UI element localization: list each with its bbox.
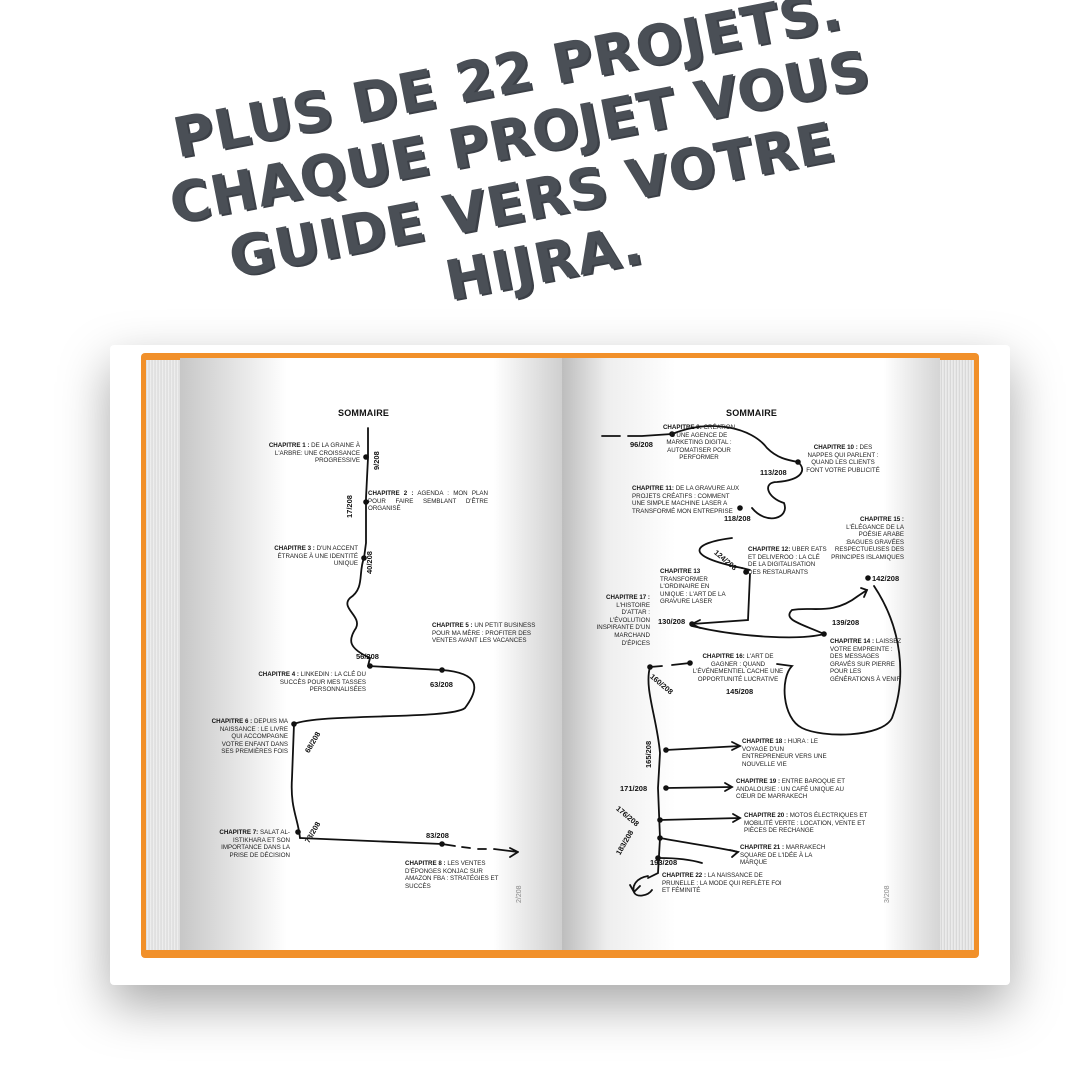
chapter-1[interactable]: CHAPITRE 1 : DE LA GRAINE À L'ARBRE: UNE… — [250, 442, 360, 465]
chapter-22-page: 193/208 — [650, 858, 678, 867]
chapter-8-page: 83/208 — [426, 831, 449, 840]
chapter-2-text: AGENDA : MON PLAN POUR FAIRE SEMBLANT D'… — [368, 490, 488, 513]
chapter-13-page: 130/208 — [658, 617, 686, 626]
chapter-1-label: CHAPITRE 1 : — [268, 442, 310, 449]
chapter-12-label: CHAPITRE 12: — [748, 546, 791, 553]
chapter-20-text: MOTOS ÉLECTRIQUES ET MOBILITÉ VERTE : LO… — [744, 812, 868, 835]
left-page: SOMMAIRE CHAPITRE 1 : DE LA GRAINE À L'A… — [180, 358, 562, 950]
chapter-2-label: CHAPITRE 2 : — [368, 490, 414, 497]
chapter-12-text: UBER EATS ET DELIVEROO : LA CLÉ DE LA DI… — [748, 546, 827, 576]
chapter-19-text: ENTRE BAROQUE ET ANDALOUSIE : UN CAFÉ UN… — [736, 778, 845, 801]
left-timeline-path — [290, 427, 519, 858]
right-timeline-path — [601, 425, 902, 897]
chapter-6-label: CHAPITRE 6 : — [211, 718, 253, 725]
chapter-1-text: DE LA GRAINE À L'ARBRE: UNE CROISSANCE P… — [274, 442, 360, 465]
chapter-3[interactable]: CHAPITRE 3 : D'UN ACCENT ÉTRANGE À UNE I… — [252, 545, 358, 568]
chapter-6[interactable]: CHAPITRE 6 : DEPUIS MA NAISSANCE : LE LI… — [210, 718, 288, 756]
chapter-11-text: DE LA GRAVURE AUX PROJETS CRÉATIFS : COM… — [632, 485, 740, 515]
chapter-4-page: 56/208 — [356, 652, 379, 661]
chapter-17-text: L'HISTOIRE D'ATTAR : L'ÉVOLUTION INSPIRA… — [596, 601, 650, 647]
chapter-10-page: 113/208 — [760, 468, 787, 477]
chapter-16-page: 145/208 — [726, 687, 754, 696]
chapter-19-label: CHAPITRE 19 : — [736, 778, 781, 785]
chapter-19[interactable]: CHAPITRE 19 : ENTRE BAROQUE ET ANDALOUSI… — [736, 778, 856, 801]
left-page-number: 2/208 — [516, 885, 523, 903]
chapter-14[interactable]: CHAPITRE 14 : LAISSEZ VOTRE EMPREINTE : … — [830, 638, 902, 684]
chapter-2[interactable]: CHAPITRE 2 : AGENDA : MON PLAN POUR FAIR… — [368, 490, 488, 513]
chapter-5-text: UN PETIT BUSINESS POUR MA MÈRE : PROFITE… — [432, 622, 536, 645]
chapter-20[interactable]: CHAPITRE 20 : MOTOS ÉLECTRIQUES ET MOBIL… — [744, 812, 874, 835]
chapter-13-label: CHAPITRE 13 — [660, 568, 701, 575]
chapter-7-text: SALAT AL-ISTIKHARA ET SON IMPORTANCE DAN… — [221, 829, 290, 859]
chapter-5-page: 63/208 — [430, 680, 453, 689]
chapter-14-text: LAISSEZ VOTRE EMPREINTE : DES MESSAGES G… — [830, 638, 902, 683]
chapter-16-label: CHAPITRE 16: — [702, 653, 745, 660]
page-edges-right — [938, 360, 974, 950]
chapter-18-label: CHAPITRE 18 : — [742, 738, 787, 745]
chapter-9-label: CHAPITRE 9: — [662, 424, 702, 431]
chapter-21-text: MARRAKECH SQUARE DE L'IDÉE À LA MARQUE — [740, 844, 826, 867]
chapter-17-label: CHAPITRE 17 : — [605, 594, 650, 601]
chapter-3-text: D'UN ACCENT ÉTRANGE À UNE IDENTITÉ UNIQU… — [277, 545, 358, 568]
chapter-7[interactable]: CHAPITRE 7: SALAT AL-ISTIKHARA ET SON IM… — [210, 829, 290, 859]
chapter-9-page: 96/208 — [630, 440, 653, 449]
chapter-22[interactable]: CHAPITRE 22 : LA NAISSANCE DE PRUNELLE :… — [662, 872, 782, 895]
chapter-8-label: CHAPITRE 8 : — [405, 860, 446, 867]
chapter-17[interactable]: CHAPITRE 17 : L'HISTOIRE D'ATTAR : L'ÉVO… — [592, 594, 650, 647]
chapter-15[interactable]: CHAPITRE 15 : L'ÉLÉGANCE DE LA POÉSIE AR… — [830, 516, 904, 562]
chapter-18-text: HIJRA : LE VOYAGE D'UN ENTREPRENEUR VERS… — [742, 738, 827, 768]
chapter-3-label: CHAPITRE 3 : — [274, 545, 315, 552]
chapter-10-text: DES NAPPES QUI PARLENT : QUAND LES CLIEN… — [806, 444, 880, 474]
chapter-3-page: 40/208 — [365, 551, 374, 574]
chapter-13[interactable]: CHAPITRE 13 TRANSFORMER L'ORDINAIRE EN U… — [660, 568, 726, 606]
chapter-14-page: 139/208 — [832, 618, 860, 627]
chapter-22-text: LA NAISSANCE DE PRUNELLE : LA MODE QUI R… — [662, 872, 782, 895]
chapter-21-label: CHAPITRE 21 : — [740, 844, 785, 851]
chapter-11[interactable]: CHAPITRE 11: DE LA GRAVURE AUX PROJETS C… — [632, 485, 744, 515]
chapter-20-label: CHAPITRE 20 : — [744, 812, 789, 819]
chapter-15-page: 142/208 — [872, 574, 900, 583]
chapter-11-label: CHAPITRE 11: — [632, 485, 674, 492]
chapter-18[interactable]: CHAPITRE 18 : HIJRA : LE VOYAGE D'UN ENT… — [742, 738, 834, 768]
chapter-16[interactable]: CHAPITRE 16: L'ART DE GAGNER : QUAND L'É… — [690, 653, 786, 683]
chapter-9[interactable]: CHAPITRE 9: CRÉATION D'UNE AGENCE DE MAR… — [654, 424, 744, 462]
chapter-4-text: LINKEDIN : LA CLÉ DU SUCCÈS POUR MES TAS… — [279, 671, 366, 694]
right-page: SOMMAIRE 96/208 CHAPITRE 9: CRÉATION D'U… — [562, 358, 940, 950]
chapter-18-page: 165/208 — [644, 740, 653, 768]
chapter-14-label: CHAPITRE 14 : — [830, 638, 875, 645]
chapter-9-text: CRÉATION D'UNE AGENCE DE MARKETING DIGIT… — [666, 424, 736, 462]
chapter-12[interactable]: CHAPITRE 12: UBER EATS ET DELIVEROO : LA… — [748, 546, 828, 576]
chapter-15-text: L'ÉLÉGANCE DE LA POÉSIE ARABE :BAGUES GR… — [831, 523, 904, 561]
chapter-22-label: CHAPITRE 22 : — [662, 872, 707, 879]
chapter-16-text: L'ART DE GAGNER : QUAND L'ÉVÉNEMENTIEL C… — [692, 653, 784, 683]
chapter-8-text: LES VENTES D'ÉPONGES KONJAC SUR AMAZON F… — [405, 860, 499, 890]
chapter-21[interactable]: CHAPITRE 21 : MARRAKECH SQUARE DE L'IDÉE… — [740, 844, 836, 867]
chapter-13-text: TRANSFORMER L'ORDINAIRE EN UNIQUE : L'AR… — [660, 575, 726, 606]
left-page-title: SOMMAIRE — [338, 408, 390, 418]
chapter-5[interactable]: CHAPITRE 5 : UN PETIT BUSINESS POUR MA M… — [432, 622, 542, 645]
page-edges-left — [146, 360, 182, 950]
chapter-1-page: 9/208 — [372, 451, 381, 470]
right-page-title: SOMMAIRE — [726, 408, 778, 418]
chapter-8[interactable]: CHAPITRE 8 : LES VENTES D'ÉPONGES KONJAC… — [405, 860, 505, 890]
chapter-6-text: DEPUIS MA NAISSANCE : LE LIVRE QUI ACCOM… — [219, 718, 288, 756]
chapter-11-page: 118/208 — [724, 514, 751, 523]
chapter-4[interactable]: CHAPITRE 4 : LINKEDIN : LA CLÉ DU SUCCÈS… — [250, 671, 366, 694]
chapter-10-label: CHAPITRE 10 : — [813, 444, 858, 451]
chapter-15-label: CHAPITRE 15 : — [859, 516, 904, 523]
chapter-5-label: CHAPITRE 5 : — [432, 622, 473, 629]
chapter-10[interactable]: CHAPITRE 10 : DES NAPPES QUI PARLENT : Q… — [802, 444, 884, 474]
right-page-number: 3/208 — [884, 885, 891, 903]
chapter-7-label: CHAPITRE 7: — [219, 829, 259, 836]
chapter-2-page: 17/208 — [345, 495, 354, 518]
chapter-4-label: CHAPITRE 4 : — [258, 671, 299, 678]
chapter-19-page: 171/208 — [620, 784, 648, 793]
